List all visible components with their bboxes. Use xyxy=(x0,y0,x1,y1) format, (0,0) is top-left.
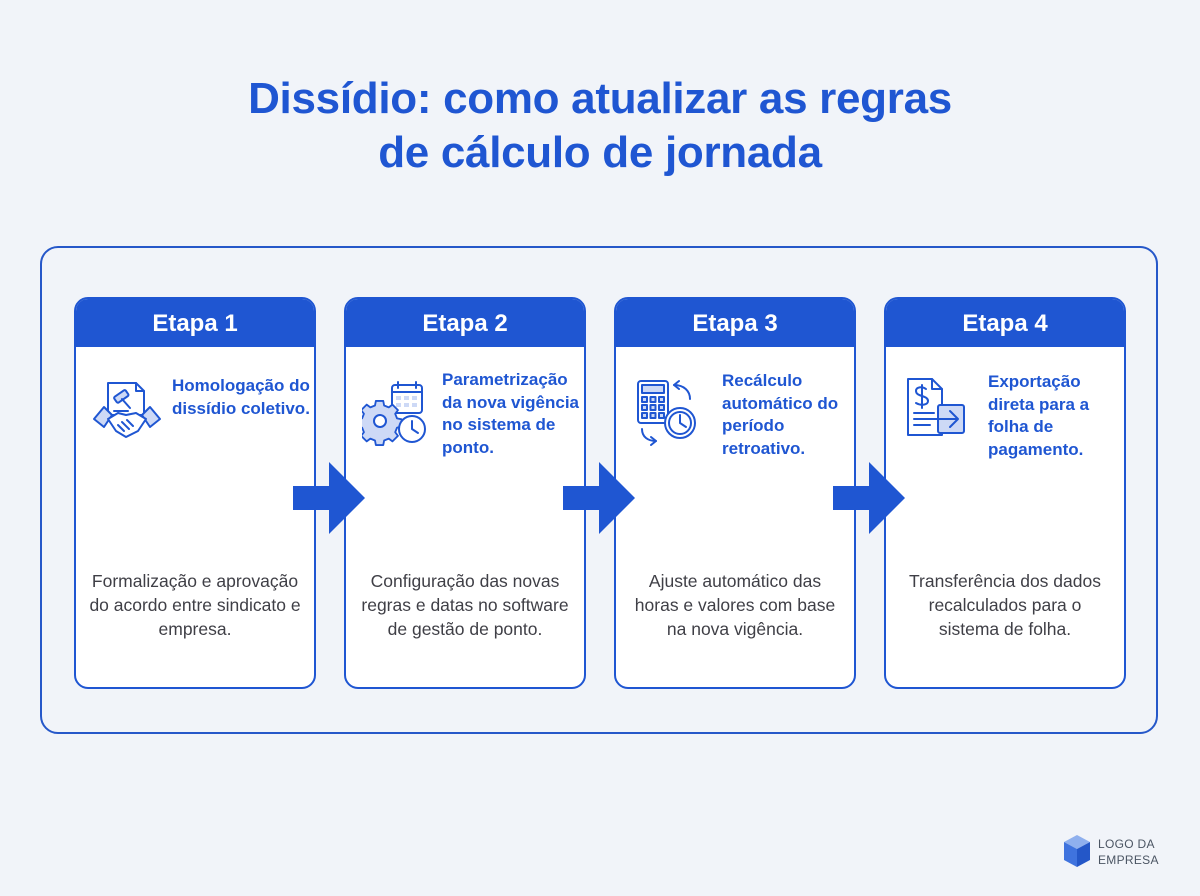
step-4-subtitle: Exportação direta para a folha de pagame… xyxy=(988,372,1090,459)
step-3-description: Ajuste automático das horas e valores co… xyxy=(634,571,836,639)
step-card-3: Etapa 3 Recálculo automático do período … xyxy=(614,297,856,689)
arrow-right-icon xyxy=(563,462,635,534)
logo-line-2: EMPRESA xyxy=(1098,853,1159,867)
step-card-1: Etapa 1 Homologação do dissídio coletivo… xyxy=(74,297,316,689)
step-4-header: Etapa 4 xyxy=(886,299,1124,347)
step-card-4: Etapa 4 Exportação direta para a folha d… xyxy=(884,297,1126,689)
company-logo-icon xyxy=(1064,835,1090,867)
step-2-description: Configuração das novas regras e datas no… xyxy=(361,571,569,639)
step-card-2: Etapa 2 Parametrização da nova vigência … xyxy=(344,297,586,689)
gear-calendar-clock-icon xyxy=(356,379,432,449)
gavel-handshake-icon xyxy=(92,375,162,445)
process-frame xyxy=(40,246,1158,734)
step-3-subtitle: Recálculo automático do período retroati… xyxy=(722,371,839,458)
step-3-header: Etapa 3 xyxy=(616,299,854,347)
title-line-2: de cálculo de jornada xyxy=(378,128,822,177)
step-2-subtitle: Parametrização da nova vigência no siste… xyxy=(442,370,579,457)
arrow-right-icon xyxy=(293,462,365,534)
step-1-subtitle: Homologação do dissídio coletivo. xyxy=(172,376,310,418)
page-title: Dissídio: como atualizar as regras de cá… xyxy=(0,72,1200,180)
logo-line-1: LOGO DA xyxy=(1098,837,1155,851)
step-4-description: Transferência dos dados recalculados par… xyxy=(909,571,1101,639)
document-export-icon xyxy=(902,375,972,445)
step-1-description: Formalização e aprovação do acordo entre… xyxy=(89,571,301,639)
step-2-header: Etapa 2 xyxy=(346,299,584,347)
step-1-header: Etapa 1 xyxy=(76,299,314,347)
title-line-1: Dissídio: como atualizar as regras xyxy=(248,74,952,123)
company-logo-text: LOGO DA EMPRESA xyxy=(1098,836,1188,868)
arrow-right-icon xyxy=(833,462,905,534)
calculator-clock-icon xyxy=(632,377,702,447)
